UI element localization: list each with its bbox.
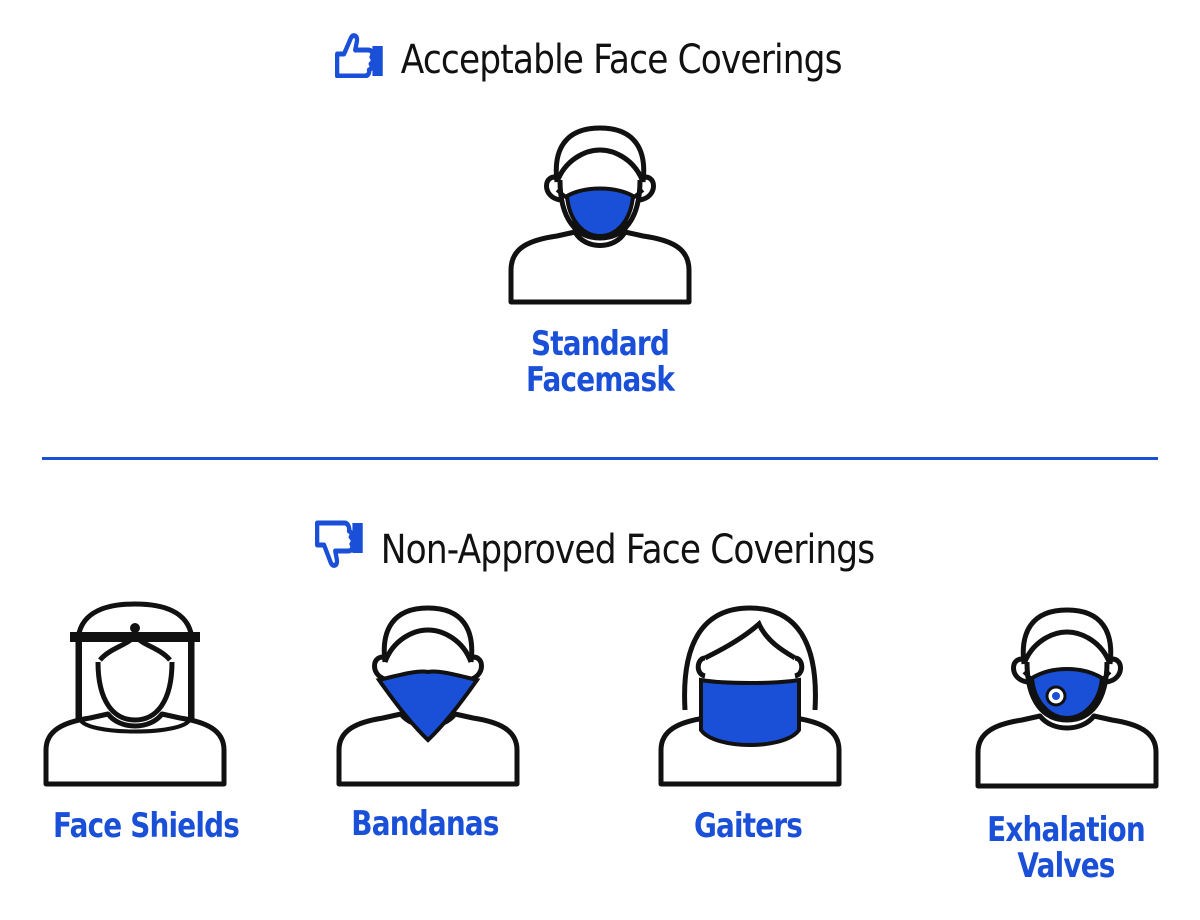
bandana-icon (333, 600, 523, 794)
caption-standard-facemask: Standard Facemask (518, 326, 682, 398)
acceptable-title: Acceptable Face Coverings (400, 37, 843, 83)
caption-line: Valves (1017, 846, 1115, 886)
non-approved-heading: Non-Approved Face Coverings (312, 519, 875, 581)
thumbs-up-icon (332, 32, 385, 88)
caption-line: Gaiters (693, 806, 803, 846)
exhalation-valve-mask-icon (972, 602, 1162, 796)
caption-exhalation-valves: Exhalation Valves (984, 812, 1148, 884)
section-divider (42, 457, 1158, 460)
caption-line: Standard (531, 324, 670, 364)
caption-line: Bandanas (351, 804, 499, 844)
standard-facemask-icon (505, 120, 695, 314)
caption-face-shields: Face Shields (53, 806, 240, 846)
caption-line: Face Shields (53, 806, 240, 846)
caption-gaiters: Gaiters (666, 808, 830, 844)
non-approved-title: Non-Approved Face Coverings (380, 527, 875, 573)
face-shield-icon (40, 600, 230, 794)
acceptable-heading: Acceptable Face Coverings (332, 30, 843, 90)
caption-line: Exhalation (987, 810, 1146, 850)
gaiter-icon (655, 600, 845, 794)
caption-line: Facemask (525, 360, 675, 400)
caption-bandanas: Bandanas (343, 806, 507, 842)
thumbs-down-icon (312, 519, 365, 581)
